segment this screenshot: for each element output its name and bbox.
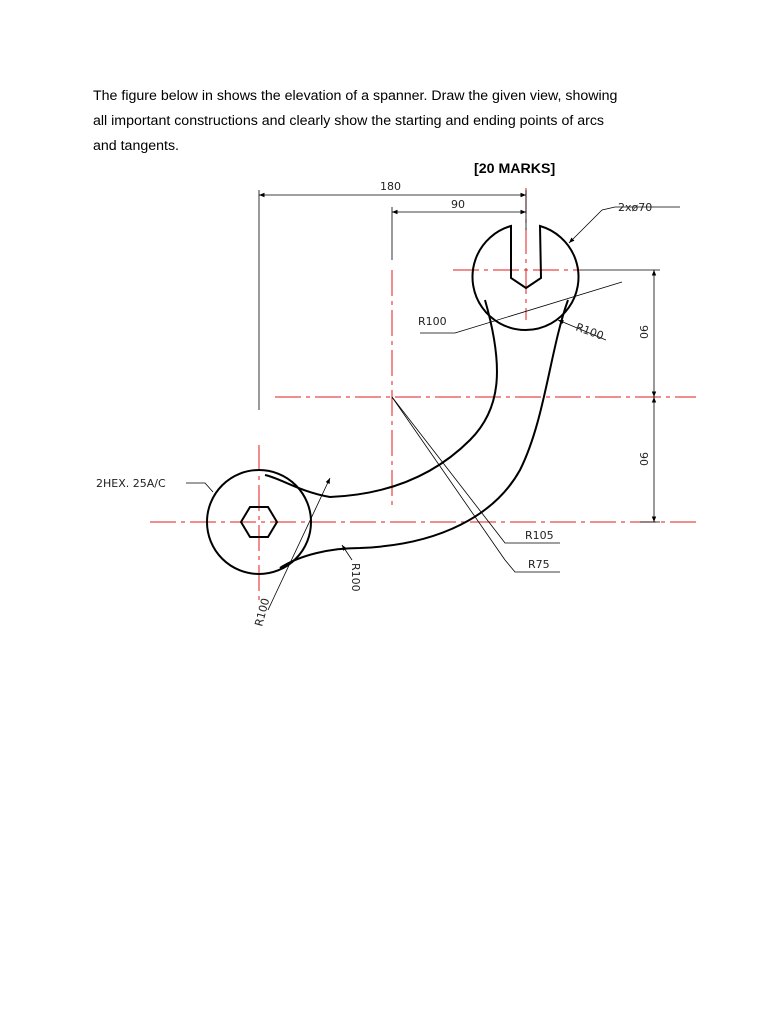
dim-label-r100-left: R100 <box>418 315 447 328</box>
question-line-1: The figure below in shows the elevation … <box>93 88 618 104</box>
dim-label-r105: R105 <box>525 529 554 542</box>
leader-2x70 <box>601 206 680 211</box>
dim-label-90-top: 90 <box>451 198 465 211</box>
leader-r100-bottom <box>267 477 331 611</box>
jaw-head <box>471 224 580 331</box>
question-line-3: and tangents. <box>93 138 179 154</box>
marks-label: [20 MARKS] <box>474 161 556 177</box>
handle-outer-edge <box>279 299 569 569</box>
leader-r105 <box>391 396 496 531</box>
dim-label-r100-lower: R100 <box>349 563 362 592</box>
leader-hex <box>186 482 214 493</box>
hex-head-circle <box>206 469 312 575</box>
leader-r100-lower <box>341 544 353 561</box>
question-text: The figure below in shows the elevation … <box>93 84 693 159</box>
dim-label-r75: R75 <box>528 558 550 571</box>
dim-label-90-lower: 90 <box>637 452 650 466</box>
hexagon <box>239 506 279 538</box>
dim-label-180: 180 <box>380 180 401 193</box>
handle-inner-edge <box>264 299 498 499</box>
leader-r105-tail <box>494 529 560 544</box>
leader-r100-right <box>557 319 607 341</box>
dim-label-2x70: 2xø70 <box>618 201 652 214</box>
leader-r75-tail <box>504 559 560 573</box>
dim-label-r100-right: R100 <box>574 321 605 343</box>
leader-2x70-arrow <box>568 209 603 244</box>
dimension-lines <box>186 190 680 611</box>
spanner-outline <box>206 224 580 575</box>
dim-label-r100-bottom: R100 <box>252 597 272 628</box>
leader-r75 <box>391 396 506 561</box>
dim-label-hex: 2HEX. 25A/C <box>96 477 166 490</box>
dim-label-90-upper: 90 <box>637 325 650 339</box>
question-line-2: all important constructions and clearly … <box>93 113 605 129</box>
leader-r100-left <box>420 281 623 334</box>
